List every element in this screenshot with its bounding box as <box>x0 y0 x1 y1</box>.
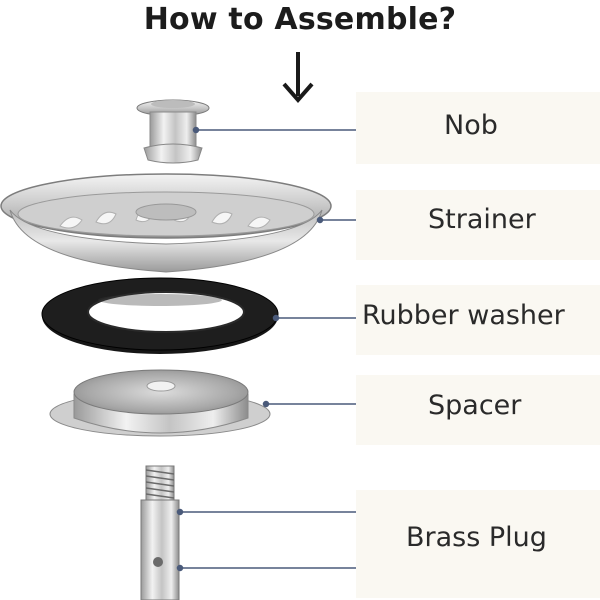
label-background-washer <box>356 285 600 355</box>
label-spacer: Spacer <box>428 390 522 421</box>
brass-plug-part <box>140 465 180 600</box>
label-background-strainer <box>356 190 600 260</box>
thread-lines <box>145 469 175 499</box>
down-arrow-icon <box>282 52 314 104</box>
label-background-plug <box>356 490 600 598</box>
label-brass-plug: Brass Plug <box>406 522 547 553</box>
spacer-part <box>49 369 271 437</box>
diagram-title: How to Assemble? <box>143 2 457 37</box>
label-background-spacer <box>356 375 600 445</box>
label-nob: Nob <box>444 110 498 141</box>
label-background-nob <box>356 92 600 164</box>
label-rubber-washer: Rubber washer <box>362 300 565 331</box>
label-strainer: Strainer <box>428 204 536 235</box>
strainer-part <box>0 173 332 273</box>
rubber-washer-part <box>41 277 279 354</box>
leader-lines <box>176 126 356 572</box>
nob-part <box>136 99 210 164</box>
